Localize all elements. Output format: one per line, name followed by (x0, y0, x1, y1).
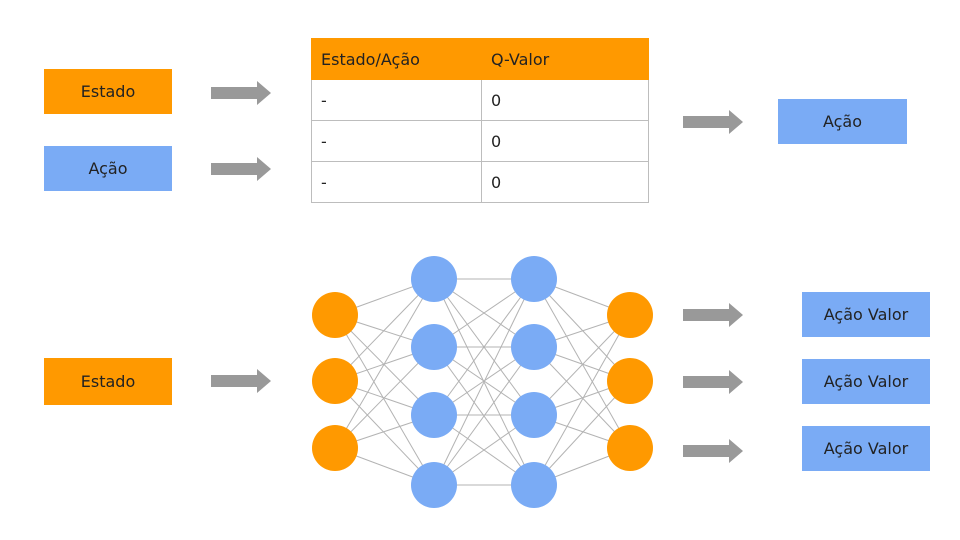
action-output-box: Ação (778, 99, 907, 144)
hidden-neuron (411, 462, 457, 508)
network-edge (334, 278, 435, 382)
q-table: Estado/Ação Q-Valor - 0 - 0 - 0 (311, 38, 649, 203)
arrow-icon (683, 303, 743, 327)
q-table-header-state-action: Estado/Ação (311, 38, 482, 80)
hidden-neuron (411, 256, 457, 302)
action-value-box: Ação Valor (802, 292, 930, 337)
hidden-neuron (411, 324, 457, 370)
table-cell: - (311, 79, 482, 121)
state-input-box-network: Estado (44, 358, 172, 405)
state-input-box: Estado (44, 69, 172, 114)
network-edge (334, 346, 435, 449)
input-neuron (312, 358, 358, 404)
table-cell: 0 (481, 120, 649, 162)
network-edge (533, 314, 631, 416)
table-cell: - (311, 120, 482, 162)
table-cell: - (311, 161, 482, 203)
input-neuron (312, 292, 358, 338)
q-table-header: Estado/Ação Q-Valor (311, 38, 649, 80)
network-edge (433, 278, 535, 486)
table-row: - 0 (311, 79, 649, 121)
network-nodes (312, 256, 653, 508)
arrows (211, 81, 743, 463)
arrow-icon (211, 157, 271, 181)
network-edge (334, 278, 435, 449)
input-neuron (312, 425, 358, 471)
arrow-icon (211, 369, 271, 393)
network-edge (334, 380, 435, 486)
network-edge (334, 314, 435, 486)
network-edge (334, 314, 435, 416)
table-cell: 0 (481, 79, 649, 121)
hidden-neuron (511, 324, 557, 370)
arrow-icon (211, 81, 271, 105)
action-value-box: Ação Valor (802, 359, 930, 404)
table-row: - 0 (311, 161, 649, 203)
network-edge (533, 314, 631, 486)
network-edge (433, 278, 535, 416)
table-cell: 0 (481, 161, 649, 203)
table-row: - 0 (311, 120, 649, 162)
network-edges (334, 278, 631, 486)
network-edge (533, 380, 631, 486)
action-input-box: Ação (44, 146, 172, 191)
network-edge (433, 346, 535, 486)
hidden-neuron (511, 256, 557, 302)
hidden-neuron (511, 462, 557, 508)
output-neuron (607, 358, 653, 404)
hidden-neuron (411, 392, 457, 438)
arrow-icon (683, 439, 743, 463)
action-value-box: Ação Valor (802, 426, 930, 471)
arrow-icon (683, 110, 743, 134)
hidden-neuron (511, 392, 557, 438)
network-edge (533, 278, 631, 382)
output-neuron (607, 292, 653, 338)
arrow-icon (683, 370, 743, 394)
output-neuron (607, 425, 653, 471)
q-table-header-q-value: Q-Valor (481, 38, 649, 80)
